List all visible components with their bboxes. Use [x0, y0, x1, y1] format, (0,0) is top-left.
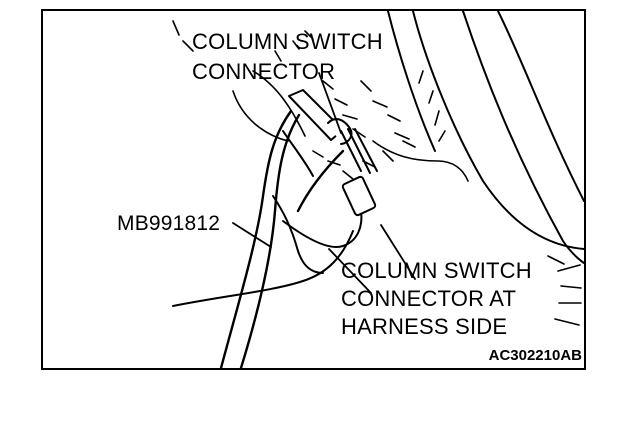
label-tool-number: MB991812	[117, 212, 221, 235]
column-switch-connector-body	[288, 89, 378, 217]
label-line: COLUMN SWITCH	[341, 258, 532, 283]
steering-column-illustration	[172, 11, 584, 368]
label-line: CONNECTOR	[192, 59, 336, 84]
label-line: HARNESS SIDE	[341, 314, 508, 339]
tool-harness-wires	[219, 109, 345, 368]
label-line: COLUMN SWITCH	[192, 29, 383, 54]
column-cover-hatching	[232, 30, 469, 182]
diagram-frame: COLUMN SWITCH CONNECTOR MB991812 COLUMN …	[41, 9, 586, 370]
label-harness-side-connector: COLUMN SWITCH CONNECTOR AT HARNESS SIDE	[341, 257, 532, 341]
steering-wheel-outline	[387, 11, 584, 264]
surface-ticks	[172, 20, 582, 326]
label-column-switch-connector: COLUMN SWITCH CONNECTOR	[192, 27, 383, 87]
figure-id: AC302210AB	[488, 347, 582, 364]
label-line: CONNECTOR AT	[341, 286, 517, 311]
leader-lines	[232, 72, 416, 294]
dash-panel-lines	[172, 130, 363, 307]
